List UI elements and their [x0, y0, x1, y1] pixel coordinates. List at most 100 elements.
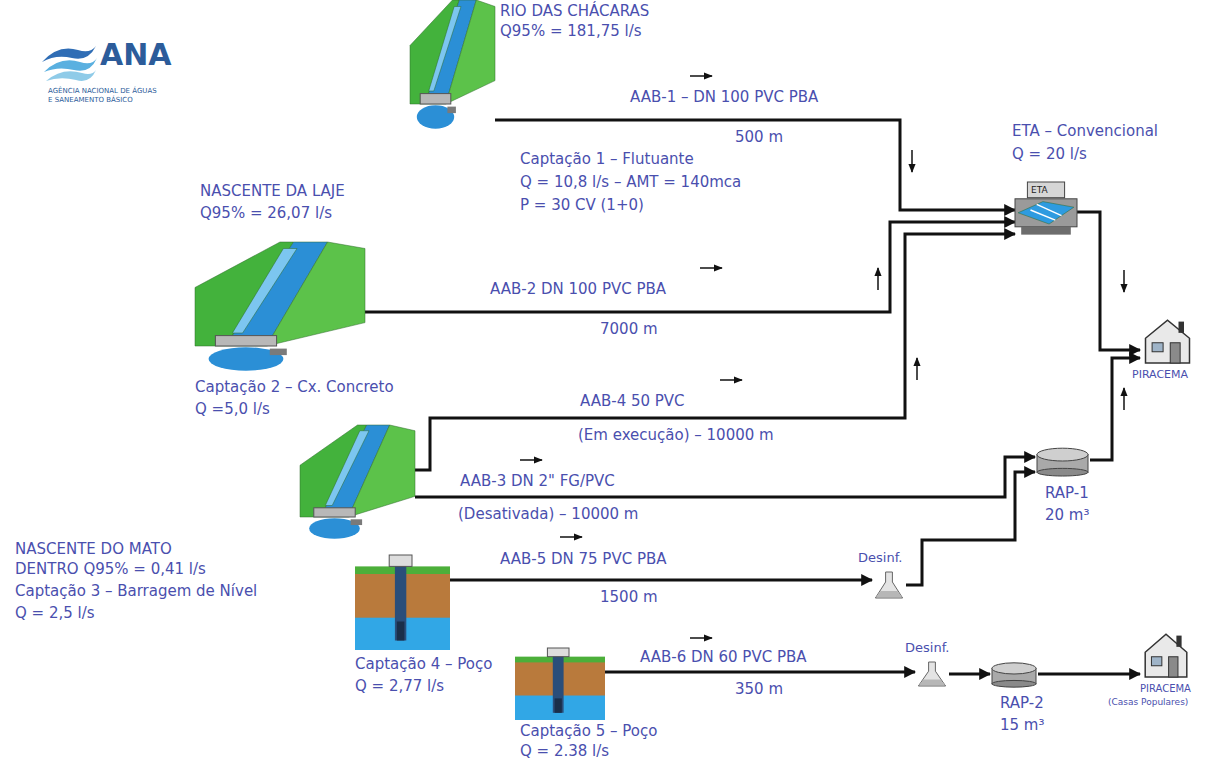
node-text: Q =5,0 l/s [195, 400, 270, 418]
flow-arrow [720, 379, 742, 381]
tank-bottom [992, 680, 1036, 687]
pipeline [450, 579, 872, 582]
flask-node: Desinf. [915, 660, 949, 688]
pipe-label: AAB-3 DN 2" FG/PVC [460, 472, 615, 490]
house-window [1151, 657, 1161, 666]
river-icon [410, 0, 495, 130]
node-text: Q = 10,8 l/s – AMT = 140mca [520, 173, 741, 191]
node-text: Q = 2.38 l/s [520, 742, 609, 760]
tank-node: RAP-120 m³ [1035, 445, 1090, 477]
house-outline [1145, 634, 1187, 677]
logo-wave [42, 46, 96, 62]
node-text: Q95% = 181,75 l/s [500, 22, 642, 40]
node-text: P = 30 CV (1+0) [520, 196, 644, 214]
node-text: PIRACEMA [1140, 682, 1191, 695]
node-text: 15 m³ [1000, 716, 1044, 734]
flask-illustration [918, 662, 945, 686]
aquifer-layer [515, 696, 605, 720]
tank-illustration [1037, 448, 1088, 476]
pipeline [949, 673, 990, 676]
house-illustration [1146, 320, 1190, 363]
flask-node: Desinf. [872, 570, 906, 600]
node-text: NASCENTE DO MATO [15, 540, 172, 558]
flow-arrow [560, 536, 582, 538]
eta-building [1027, 182, 1064, 198]
tank-node: RAP-215 m³ [990, 660, 1038, 688]
node-text: Captação 1 – Flutuante [520, 150, 694, 168]
node-text: RIO DAS CHÁCARAS [500, 2, 649, 20]
eta-illustration [1015, 182, 1077, 235]
well-head [547, 648, 569, 657]
pipeline [415, 457, 1035, 497]
pipeline [605, 671, 915, 674]
pipe-label: AAB-2 DN 100 PVC PBA [490, 280, 666, 298]
intake-pipe [447, 107, 456, 114]
dam-structure [215, 336, 276, 346]
tank-icon [1035, 445, 1090, 477]
node-text: Captação 3 – Barragem de Nível [15, 582, 257, 600]
eta-basins [1018, 202, 1074, 224]
agency-subtitle: AGÊNCIA NACIONAL DE ÁGUAS [48, 86, 157, 96]
pipeline [415, 234, 1015, 470]
tank-roof [1037, 448, 1088, 461]
well-node: Captação 5 – PoçoQ = 2.38 l/s [515, 648, 605, 720]
flask-icon [872, 570, 906, 600]
pipeline [906, 472, 1035, 585]
river-icon [195, 242, 365, 372]
river-bank [266, 242, 365, 346]
node-text: Desinf. [858, 550, 902, 566]
pipeline [1038, 673, 1140, 676]
pipe-label: AAB-6 DN 60 PVC PBA [640, 648, 807, 666]
well-icon [515, 648, 605, 720]
well-pipe [553, 655, 564, 713]
pipe-length: (Desativada) – 10000 m [458, 505, 638, 523]
aquifer-layer [355, 618, 450, 650]
house-icon [1140, 318, 1195, 363]
flow-arrow [877, 268, 879, 290]
pipe-length: 7000 m [600, 320, 658, 338]
house-chimney [1176, 636, 1181, 647]
river-node: RIO DAS CHÁCARASQ95% = 181,75 l/sCaptaçã… [410, 0, 495, 130]
flow-arrow [520, 459, 542, 461]
well-icon [355, 555, 450, 650]
house-icon [1140, 632, 1192, 677]
node-text: Q95% = 26,07 l/s [200, 204, 332, 222]
node-text: DENTRO Q95% = 0,41 l/s [15, 560, 206, 578]
node-text: Q = 2,5 l/s [15, 604, 95, 622]
node-text: Q = 20 l/s [1012, 145, 1087, 163]
node-text: Captação 4 – Poço [355, 655, 492, 673]
disinfection-flask [918, 662, 945, 686]
house-illustration [1145, 634, 1187, 677]
pipe-label: AAB-1 – DN 100 PVC PBA [630, 88, 818, 106]
intake-pipe [351, 519, 363, 525]
eta-divider [1031, 204, 1062, 220]
node-text: ETA [1031, 184, 1048, 196]
intake-pipe [270, 349, 287, 356]
flow-arrow [690, 75, 712, 77]
flow-arrow [911, 150, 913, 172]
flask-icon [915, 660, 949, 688]
flow-arrow [1123, 388, 1125, 410]
flow-arrow [690, 637, 712, 639]
pipe-label: AAB-4 50 PVC [580, 392, 685, 410]
tank-roof [992, 663, 1036, 674]
node-text: (Casas Populares) [1108, 696, 1188, 708]
logo-wave [44, 58, 97, 72]
eta-node: ETA – ConvencionalQ = 20 l/sETA [1015, 182, 1077, 238]
pipe-length: 1500 m [600, 588, 658, 606]
flask-illustration [875, 572, 902, 598]
flow-arrow [1123, 270, 1125, 292]
flow-arrow [916, 358, 918, 380]
house-node: PIRACEMA [1140, 318, 1195, 363]
pipe-length: 500 m [735, 128, 783, 146]
node-text: PIRACEMA [1132, 368, 1188, 382]
river-node: NASCENTE DO MATODENTRO Q95% = 0,41 l/sCa… [300, 425, 415, 540]
flask-liquid [919, 680, 945, 685]
flask-liquid [876, 591, 902, 597]
river-bank [446, 0, 495, 104]
logo-wave [46, 70, 96, 81]
house-door [1169, 657, 1178, 677]
well-head [389, 555, 412, 566]
house-door [1170, 343, 1180, 363]
